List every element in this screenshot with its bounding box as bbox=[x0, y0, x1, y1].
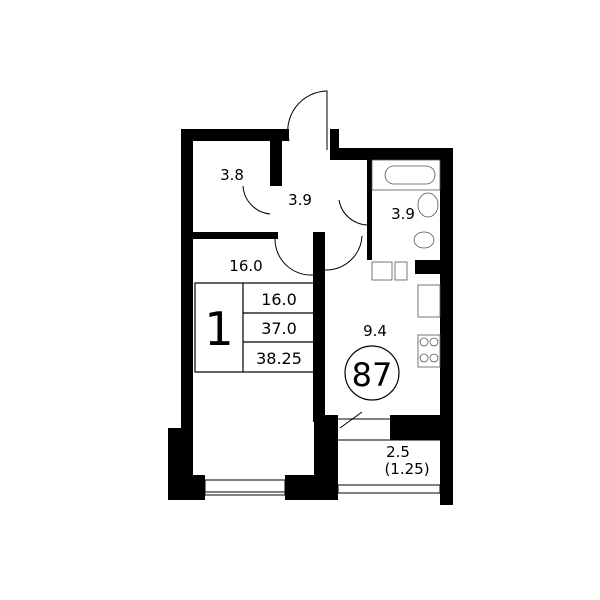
doors-windows bbox=[204, 90, 441, 496]
bathtub-icon bbox=[371, 159, 441, 191]
toilet-icon bbox=[413, 231, 435, 249]
balcony-area-label: 2.5 bbox=[386, 443, 410, 461]
summary-living-area: 16.0 bbox=[261, 290, 297, 309]
fixtures bbox=[371, 159, 441, 368]
sink-icon bbox=[417, 192, 439, 218]
hall-area-label: 3.9 bbox=[288, 191, 312, 209]
info-table bbox=[194, 282, 316, 373]
bathroom-area-label: 3.9 bbox=[391, 205, 415, 223]
stove-icon bbox=[417, 334, 441, 368]
rooms-count: 1 bbox=[204, 302, 233, 356]
apartment-number-circle bbox=[344, 345, 400, 401]
summary-total-with-balcony: 38.25 bbox=[256, 349, 302, 368]
kitchen-area-label: 9.4 bbox=[363, 322, 387, 340]
storage-area-label: 3.8 bbox=[220, 166, 244, 184]
summary-total-area: 37.0 bbox=[261, 319, 297, 338]
kitchen-sink-icon bbox=[417, 284, 441, 318]
living-area-label: 16.0 bbox=[229, 257, 262, 275]
balcony-reduced-area-label: (1.25) bbox=[384, 460, 429, 478]
apartment-number: 87 bbox=[352, 356, 393, 394]
walls bbox=[168, 129, 453, 505]
